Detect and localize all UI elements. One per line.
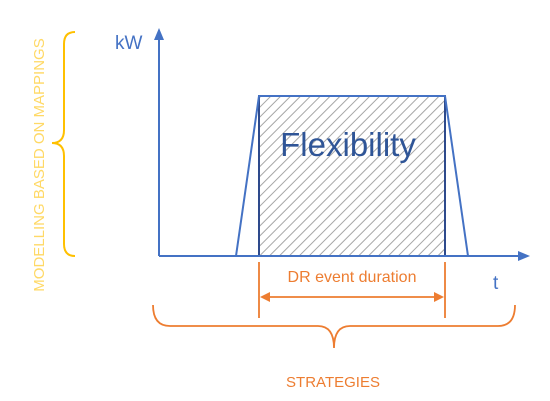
- load-profile-line: [235, 95, 469, 257]
- duration-arrow-left-head: [260, 292, 270, 302]
- y-axis-label: kW: [115, 33, 143, 54]
- left-brace: [51, 31, 76, 257]
- strategies-label: STRATEGIES: [286, 374, 380, 391]
- flexibility-box: [258, 95, 446, 257]
- duration-label: DR event duration: [288, 269, 417, 286]
- bottom-brace: [152, 304, 516, 349]
- y-axis-arrow: [154, 28, 164, 40]
- x-axis-arrow: [518, 251, 530, 261]
- x-axis-label: t: [493, 273, 499, 294]
- flexibility-label: Flexibility: [280, 126, 416, 163]
- duration-arrow-right-head: [434, 292, 444, 302]
- left-brace-label: MODELLING BASED ON MAPPINGS: [31, 38, 48, 291]
